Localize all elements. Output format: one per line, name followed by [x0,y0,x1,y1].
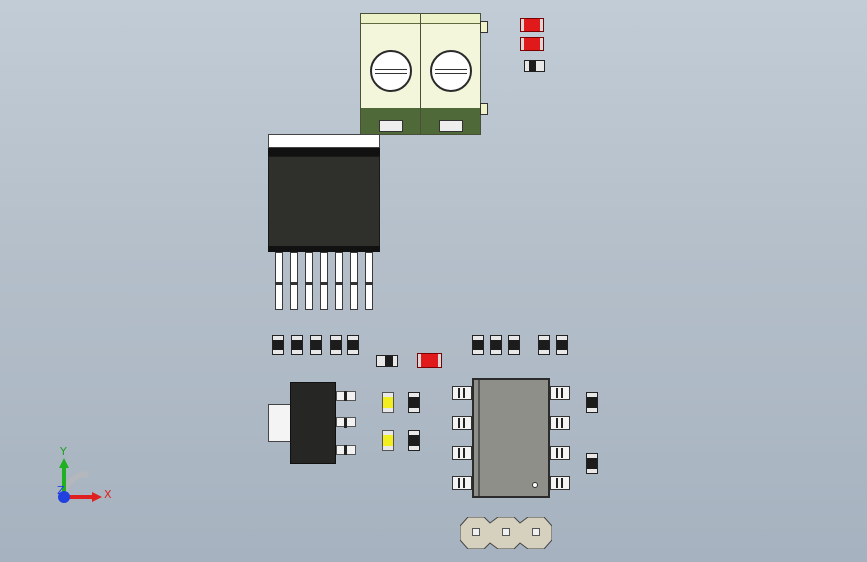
ic-lead [550,386,570,400]
terminal-block-top [421,14,480,24]
smd-diode[interactable] [524,60,545,72]
pin1-marker-icon [532,482,538,488]
ic-lead [550,416,570,430]
ic-lead [452,446,472,460]
smd-capacitor[interactable] [382,430,394,451]
screw-head-icon [370,50,412,92]
package-lead [350,252,358,310]
smd-resistor[interactable] [310,335,322,355]
package-lead [335,252,343,310]
x-axis-label: X [104,488,112,501]
package-lead [290,252,298,310]
smd-led[interactable] [520,18,544,32]
smd-resistor[interactable] [538,335,550,355]
lead-bend-line [275,282,373,285]
package-band [268,148,380,156]
terminal-block[interactable] [360,13,488,135]
regulator-body [290,382,336,464]
soic-ic[interactable] [452,378,570,498]
regulator-lead-band [344,391,347,455]
smd-led[interactable] [520,37,544,51]
wire-entry-slot [379,120,403,132]
wire-entry-slot [439,120,463,132]
smd-resistor[interactable] [586,453,598,474]
smd-resistor[interactable] [408,392,420,413]
smd-resistor[interactable] [508,335,520,355]
header-pin-icon [532,528,540,536]
package-tab [268,134,380,148]
smd-resistor[interactable] [347,335,359,355]
z-axis-dot [58,491,70,503]
ic-body-edge [478,380,480,496]
package-bottom-band [268,246,380,252]
package-lead [320,252,328,310]
ic-lead [550,476,570,490]
package-lead [305,252,313,310]
ic-lead [452,386,472,400]
terminal-block-pos-1 [360,13,421,135]
screw-head-icon [430,50,472,92]
package-body [268,156,380,252]
z-axis-label: Z [57,484,65,497]
smd-resistor[interactable] [490,335,502,355]
package-lead [275,252,283,310]
power-package[interactable] [268,134,380,310]
pin-header[interactable] [459,516,553,550]
smd-resistor[interactable] [472,335,484,355]
ic-lead [452,416,472,430]
smd-resistor[interactable] [330,335,342,355]
terminal-block-tab [480,21,488,33]
coordinate-triad: Y X Z [57,445,112,503]
ic-lead [550,446,570,460]
smd-led[interactable] [417,353,442,368]
smd-resistor[interactable] [291,335,303,355]
terminal-block-top [361,14,420,24]
smd-capacitor[interactable] [382,392,394,413]
header-pin-icon [502,528,510,536]
ic-lead [452,476,472,490]
ic-body [472,378,550,498]
terminal-block-pos-2 [420,13,481,135]
smd-resistor[interactable] [408,430,420,451]
smd-resistor[interactable] [556,335,568,355]
smd-resistor[interactable] [272,335,284,355]
terminal-block-tab [480,103,488,115]
regulator-package[interactable] [268,382,358,464]
smd-resistor[interactable] [586,392,598,413]
y-axis-label: Y [59,445,67,458]
smd-diode[interactable] [376,355,398,367]
header-pin-icon [472,528,480,536]
package-lead [365,252,373,310]
